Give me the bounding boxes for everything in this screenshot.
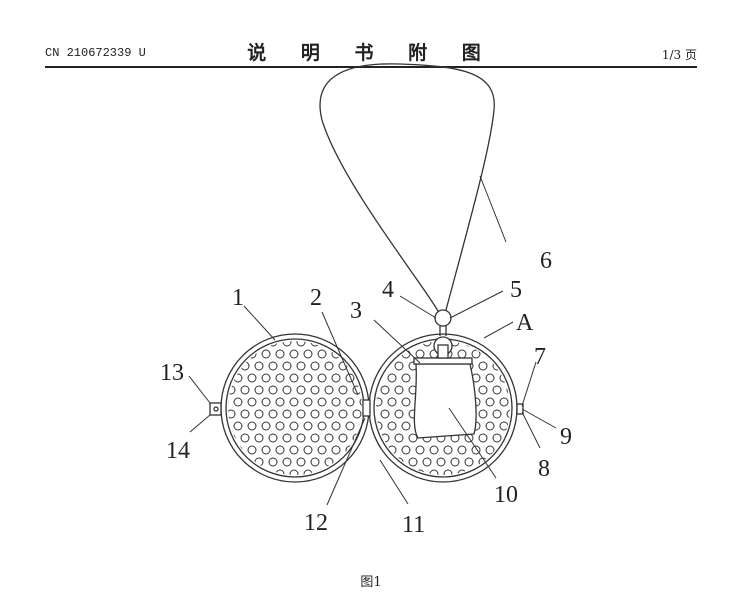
lanyard-loop	[319, 63, 495, 312]
label-13: 13	[160, 360, 184, 386]
figure-caption: 图1	[360, 575, 382, 590]
label-5: 5	[510, 277, 522, 303]
header-rule	[45, 66, 697, 68]
label-3: 3	[350, 298, 362, 324]
label-10: 10	[494, 482, 518, 508]
label-1: 1	[232, 285, 244, 311]
page-number: 1/3 页	[661, 48, 697, 62]
page-title: 说 明 书 附 图	[247, 42, 495, 64]
label-2: 2	[310, 285, 322, 311]
label-9: 9	[560, 424, 572, 450]
label-A: A	[516, 310, 534, 336]
right-shell	[368, 309, 518, 483]
publication-number: CN 210672339 U	[45, 46, 146, 60]
label-12: 12	[304, 510, 328, 536]
left-clasp-tab	[209, 402, 222, 416]
label-14: 14	[166, 438, 190, 464]
reference-numerals: 1 2 3 4 5 6 A 7 8 9 10 11 12 13 14	[160, 248, 572, 538]
label-11: 11	[402, 512, 425, 538]
middle-hinge	[362, 399, 371, 417]
label-6: 6	[540, 248, 552, 274]
label-7: 7	[534, 344, 546, 370]
label-8: 8	[538, 456, 550, 482]
label-4: 4	[382, 277, 394, 303]
